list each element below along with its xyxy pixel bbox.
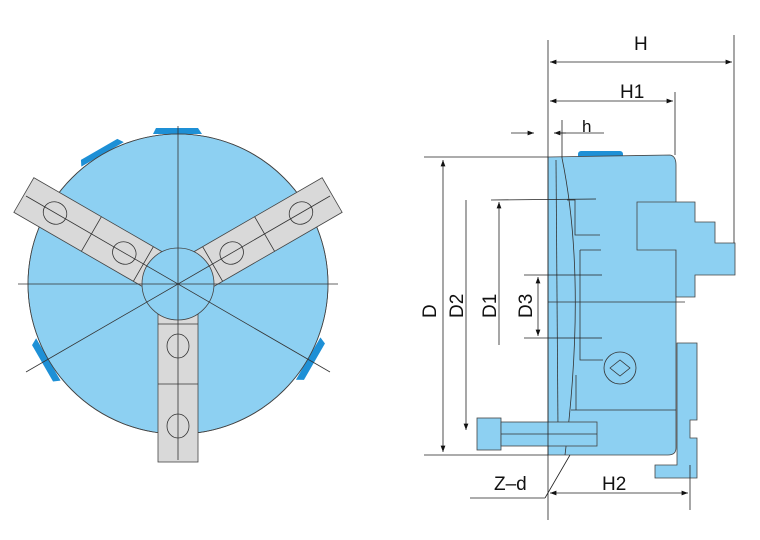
center-lines xyxy=(18,126,338,460)
top-jaw xyxy=(636,201,736,298)
label-D2: D2 xyxy=(447,294,468,318)
front-tab-left xyxy=(80,138,124,167)
label-h: h xyxy=(582,117,591,136)
label-D1: D1 xyxy=(480,294,501,318)
side-view xyxy=(476,151,736,479)
label-Z-d: Z–d xyxy=(494,474,527,495)
label-H2: H2 xyxy=(602,474,626,495)
dimensions xyxy=(424,35,735,520)
front-tab-top xyxy=(153,128,202,134)
front-tab-bottom-right xyxy=(295,337,325,380)
front-view xyxy=(13,126,343,463)
label-H1: H1 xyxy=(620,82,644,103)
label-H: H xyxy=(634,34,648,55)
label-D3: D3 xyxy=(516,294,537,318)
mounting-bolt xyxy=(476,417,598,451)
dimension-labels: H H1 h D D2 D1 D3 Z–d H2 xyxy=(420,34,648,495)
bottom-jaw xyxy=(654,342,698,479)
label-D: D xyxy=(420,304,441,318)
